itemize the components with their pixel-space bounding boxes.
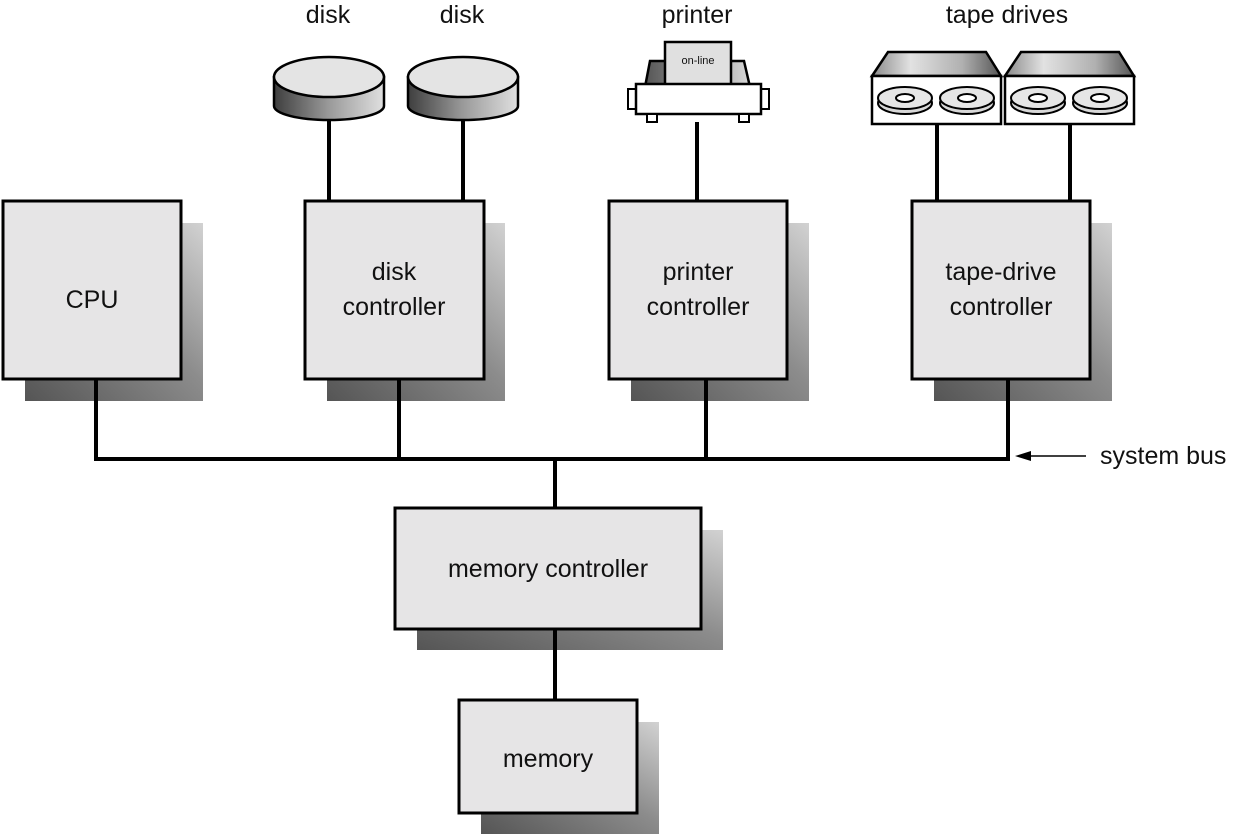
tape-reel-icon — [877, 86, 933, 115]
disk-controller-label-line1: disk — [372, 258, 417, 286]
arrow-left-icon — [1015, 451, 1031, 461]
memory-controller-label: memory controller — [448, 555, 648, 583]
tape-reel-icon — [939, 86, 995, 115]
tape-controller-box: tape-drive controller — [910, 199, 1092, 381]
tape-drive-icon — [869, 50, 1004, 126]
memory-box: memory — [457, 698, 639, 815]
cpu-label: CPU — [66, 286, 119, 314]
tape-reel-icon — [1010, 86, 1066, 115]
tape-drive-icon — [1002, 50, 1137, 126]
disk-1-label: disk — [306, 1, 351, 29]
printer-controller-box: printer controller — [607, 199, 789, 381]
disk-controller-box: disk controller — [303, 199, 486, 381]
cpu-box: CPU — [1, 199, 183, 381]
disk-icon — [406, 55, 520, 122]
system-bus-label: system bus — [1100, 442, 1226, 470]
printer-icon: on-line — [627, 40, 770, 123]
disk-icon — [272, 55, 386, 122]
tape-controller-label-line2: controller — [950, 293, 1053, 321]
system-bus-pointer — [1015, 451, 1086, 461]
printer-panel-text: on-line — [681, 55, 714, 67]
disk-2-label: disk — [440, 1, 485, 29]
memory-controller-box: memory controller — [393, 506, 703, 631]
printer-controller-label-line1: printer — [663, 258, 734, 286]
printer-label: printer — [662, 1, 733, 29]
memory-label: memory — [503, 745, 594, 773]
tape-reel-icon — [1072, 86, 1128, 115]
disk-controller-label-line2: controller — [343, 293, 446, 321]
printer-controller-label-line2: controller — [647, 293, 750, 321]
tape-controller-label-line1: tape-drive — [945, 258, 1056, 286]
tape-drives-label: tape drives — [946, 1, 1068, 29]
system-bus — [94, 379, 1010, 701]
